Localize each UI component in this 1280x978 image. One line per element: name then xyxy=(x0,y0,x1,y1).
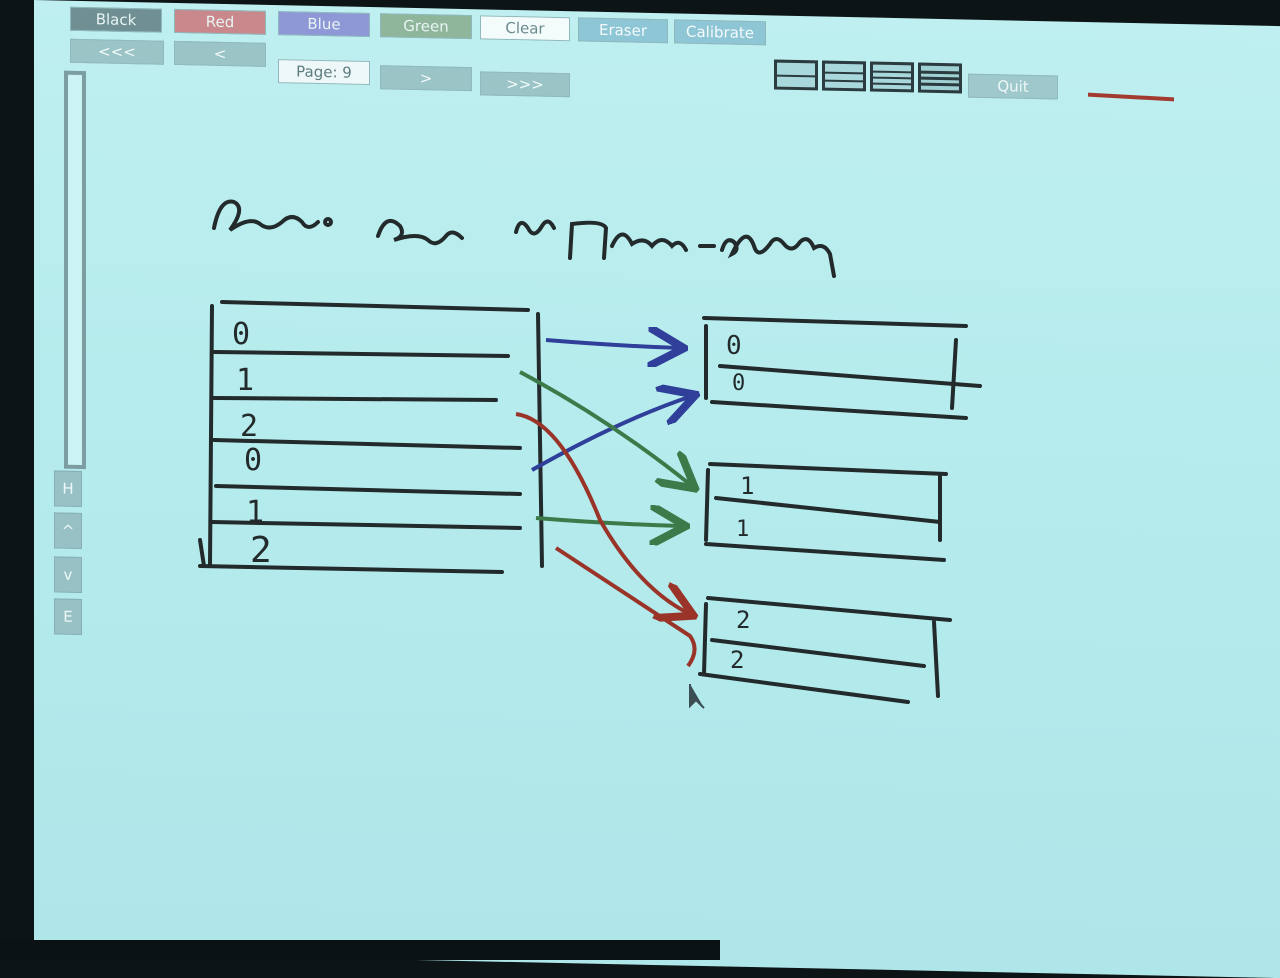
red-arrow-5 xyxy=(554,546,697,668)
monitor-bezel xyxy=(0,940,720,960)
right-digit: 1 xyxy=(736,517,749,542)
left-table xyxy=(198,300,544,574)
green-arrow-1 xyxy=(519,370,692,486)
left-digit: 0 xyxy=(244,443,262,478)
right-digit: 0 xyxy=(732,371,745,396)
left-digit: 1 xyxy=(236,363,254,398)
green-arrow-4 xyxy=(535,518,682,526)
right-digit: 2 xyxy=(730,646,744,674)
right-digit: 0 xyxy=(726,331,742,361)
right-table-2 xyxy=(698,596,952,704)
left-digit: 1 xyxy=(246,495,264,530)
right-digit: 1 xyxy=(740,472,754,500)
right-digit: 2 xyxy=(736,606,750,634)
left-digit: 0 xyxy=(232,317,250,352)
left-digit: 2 xyxy=(250,530,272,571)
handwritten-title xyxy=(212,199,836,278)
red-arrow-2 xyxy=(515,412,690,614)
mouse-cursor-icon xyxy=(689,684,705,709)
left-table-digits: 0 1 2 0 1 2 xyxy=(232,317,272,571)
right-table-1 xyxy=(704,462,948,562)
blue-arrow-3 xyxy=(531,396,692,472)
blue-arrow-0 xyxy=(545,340,680,348)
right-table-0 xyxy=(702,316,982,420)
left-digit: 2 xyxy=(240,409,258,444)
